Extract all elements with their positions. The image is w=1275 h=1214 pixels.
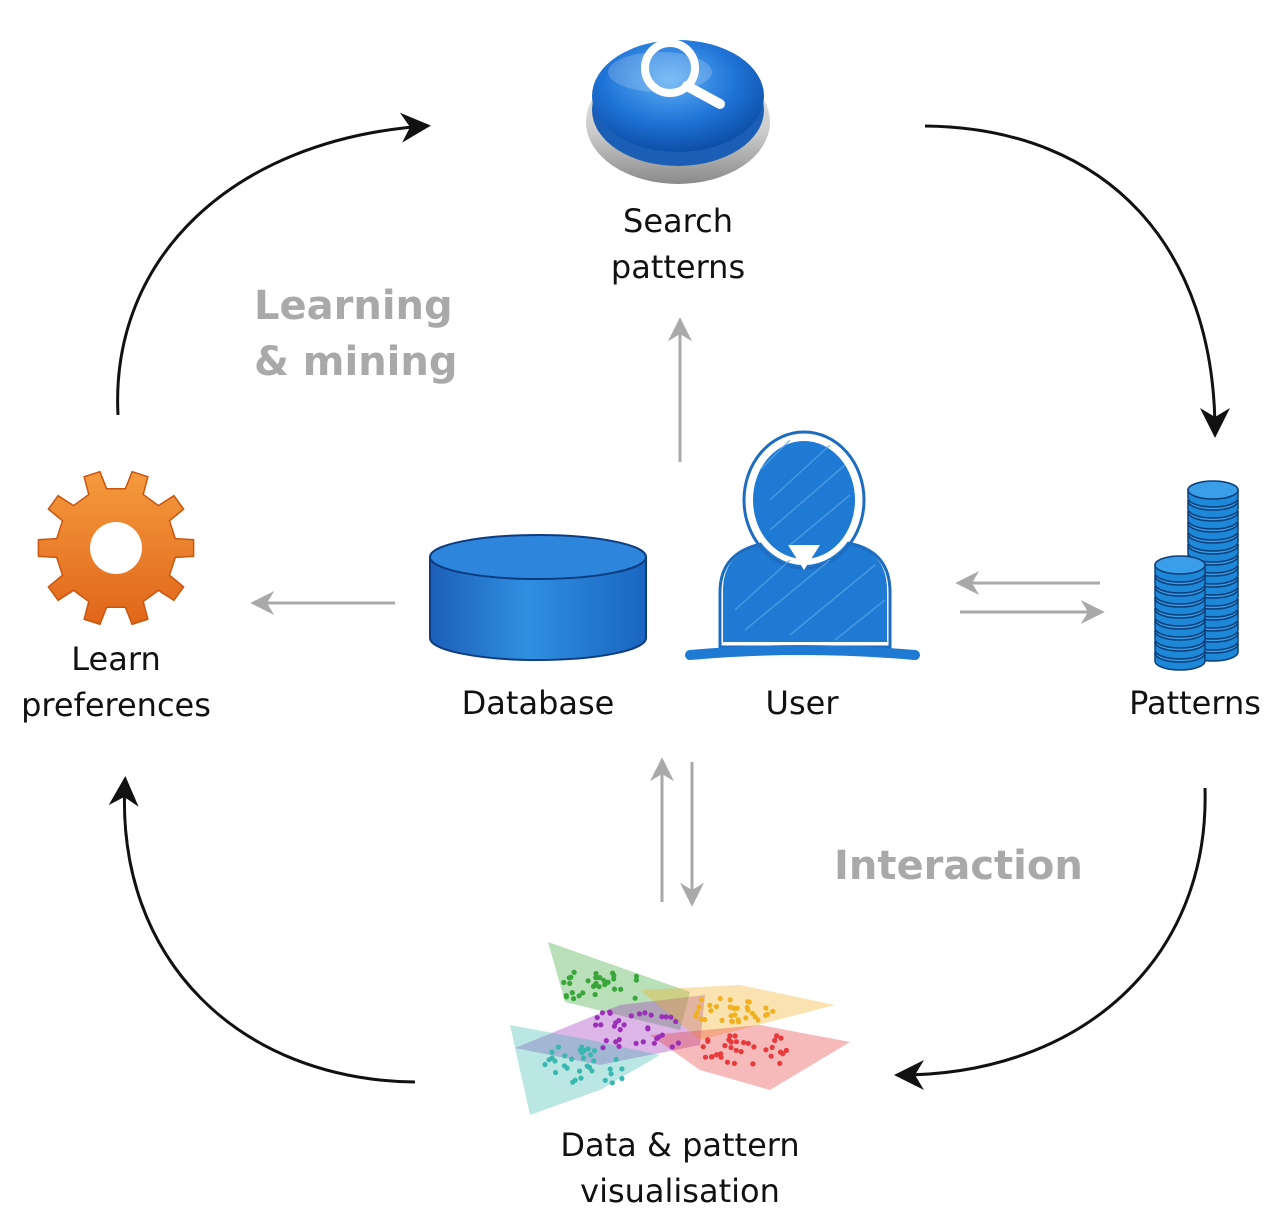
patterns-label-text: Patterns (1129, 684, 1261, 722)
user-sketch-icon (685, 430, 920, 660)
learn-label-line1: Learn (71, 640, 161, 678)
interaction-phase-label: Interaction (834, 838, 1094, 894)
search-patterns-label: Search patterns (578, 198, 778, 290)
visualisation-label-line2: visualisation (580, 1172, 780, 1210)
database-label: Database (438, 680, 638, 726)
search-label-line1: Search (623, 202, 733, 240)
learning-phase-line2: & mining (254, 339, 458, 385)
learning-mining-phase-label: Learning & mining (254, 278, 494, 390)
visualisation-label-line1: Data & pattern (560, 1126, 800, 1164)
search-button-icon (586, 39, 770, 184)
database-cylinder-icon (429, 534, 647, 661)
scatter-clusters-icon (510, 942, 850, 1115)
gear-icon (37, 470, 195, 626)
patterns-label: Patterns (1110, 680, 1275, 726)
cycle-arrow-visualisation-to-learn (108, 776, 416, 1084)
coin-stack-icon (1154, 480, 1239, 671)
user-label: User (742, 680, 862, 726)
learn-preferences-label: Learn preferences (0, 636, 232, 728)
user-label-text: User (765, 684, 839, 722)
learn-label-line2: preferences (21, 686, 211, 724)
learning-phase-line1: Learning (254, 283, 453, 329)
database-label-text: Database (461, 684, 615, 722)
cycle-arrow-learn-to-search (116, 112, 431, 416)
search-label-line2: patterns (610, 248, 746, 286)
interaction-phase-text: Interaction (834, 843, 1083, 889)
cycle-arrow-search-to-patterns (924, 124, 1230, 438)
visualisation-label: Data & pattern visualisation (520, 1122, 840, 1214)
cycle-arrow-patterns-to-visualisation (894, 787, 1207, 1090)
